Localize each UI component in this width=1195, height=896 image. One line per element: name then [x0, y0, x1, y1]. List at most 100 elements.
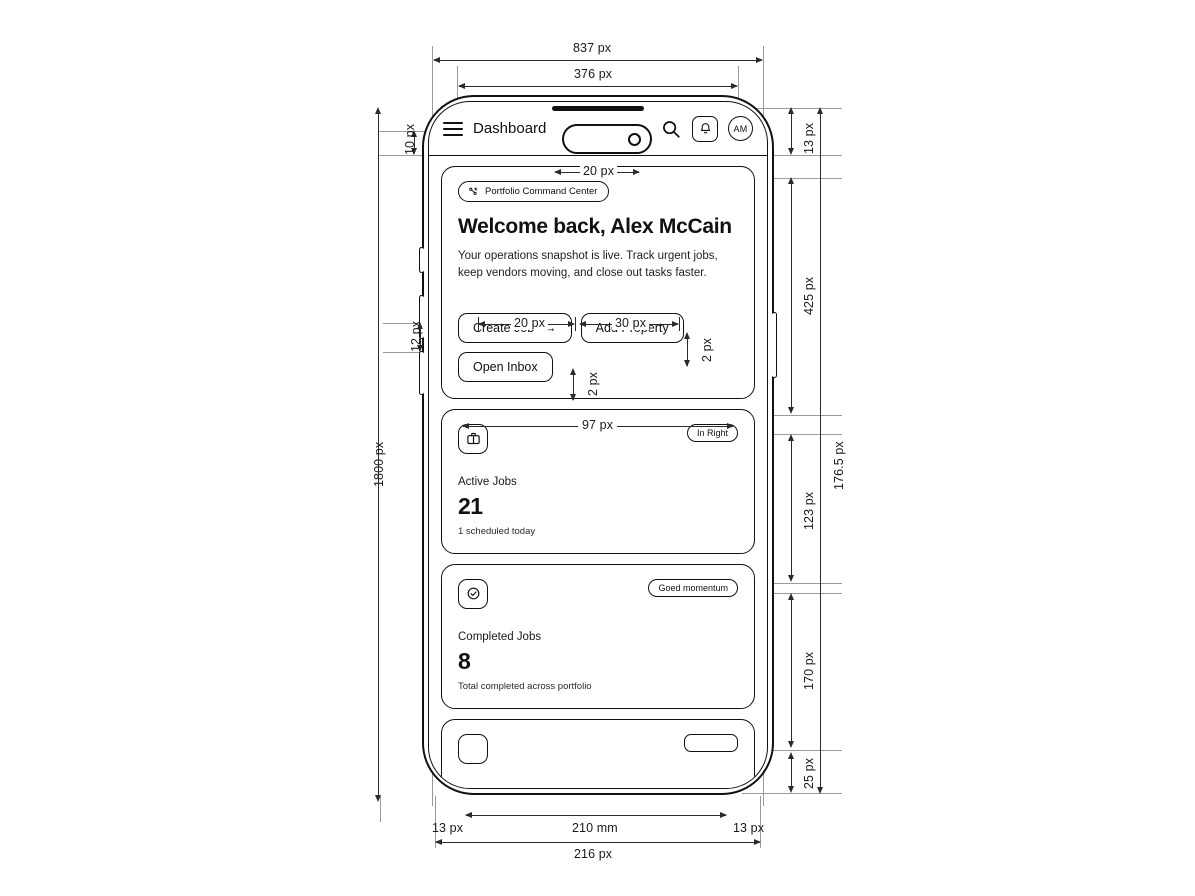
- dim-bottom-25px: 25 px: [802, 757, 816, 789]
- notifications-button[interactable]: [692, 115, 718, 142]
- dim-bottom-left: 13 px: [432, 821, 464, 835]
- dim-hero-gap-left: 20 px: [511, 316, 549, 330]
- arrowhead: [816, 107, 823, 114]
- hero-subtitle: Your operations snapshot is live. Track …: [458, 250, 718, 280]
- arrowhead: [816, 787, 823, 794]
- arrowhead: [756, 56, 763, 63]
- stat-label: Active Jobs: [458, 475, 517, 488]
- ext-line: [742, 583, 842, 584]
- stat-note: Total completed across portfolio: [458, 680, 592, 692]
- dim-island-20px: 20 px: [580, 164, 618, 178]
- dim-left-12px: 12 px: [409, 320, 423, 352]
- arrowhead: [727, 422, 734, 429]
- arrowhead: [787, 752, 794, 759]
- dim-line: [687, 334, 688, 366]
- arrowhead: [478, 320, 485, 327]
- arrowhead: [458, 82, 465, 89]
- status-badge: Goed momentum: [648, 578, 738, 597]
- arrowhead: [374, 795, 381, 802]
- arrowhead: [374, 107, 381, 114]
- stat-note: 1 scheduled today: [458, 525, 536, 537]
- dim-btn-height-2: 2 px: [586, 371, 600, 396]
- stat-card-header: In Right: [458, 423, 738, 454]
- arrowhead: [672, 320, 679, 327]
- arrowhead: [787, 407, 794, 414]
- dim-right-total: 176.5 px: [832, 441, 846, 490]
- phone-screen-bezel: Dashboard AM: [428, 101, 768, 789]
- dim-right-13px: 13 px: [802, 122, 816, 154]
- arrowhead: [731, 82, 738, 89]
- dim-tick: [478, 317, 479, 331]
- ext-line: [383, 352, 433, 353]
- check-circle-icon: [458, 578, 488, 609]
- dim-376px: 376 px: [574, 67, 613, 81]
- ext-line: [738, 66, 739, 126]
- volume-down-button[interactable]: [419, 351, 424, 395]
- arrowhead: [465, 811, 472, 818]
- stat-card-header: Goed momentum: [458, 578, 738, 609]
- arrowhead: [683, 360, 690, 367]
- arrowhead: [720, 811, 727, 818]
- ext-line: [742, 793, 842, 794]
- ext-line: [742, 415, 842, 416]
- arrowhead: [416, 345, 423, 352]
- dim-left-10px: 10 px: [403, 123, 417, 155]
- ext-line: [742, 750, 842, 751]
- dim-stat1-height: 123 px: [802, 491, 816, 530]
- dim-line: [436, 842, 760, 843]
- dim-line: [791, 110, 792, 153]
- arrowhead: [787, 434, 794, 441]
- stat-card-header: [458, 733, 738, 764]
- dim-line: [573, 370, 574, 400]
- dim-line: [378, 110, 379, 800]
- search-icon[interactable]: [660, 118, 682, 140]
- ext-line: [435, 796, 436, 848]
- placeholder-icon: [458, 733, 488, 764]
- arrowhead: [568, 320, 575, 327]
- arrowhead: [787, 148, 794, 155]
- arrowhead: [787, 741, 794, 748]
- app-bar: Dashboard AM: [429, 102, 767, 156]
- stat-card-partial[interactable]: [441, 718, 755, 788]
- dim-line: [459, 86, 737, 87]
- dim-line: [466, 815, 726, 816]
- dim-line: [791, 596, 792, 746]
- dim-bottom-right: 13 px: [733, 821, 765, 835]
- stat-card-active-jobs[interactable]: In Right Active Jobs 21 1 scheduled toda…: [441, 408, 755, 554]
- ext-line: [760, 796, 761, 848]
- phone-frame: Dashboard AM: [419, 95, 777, 795]
- avatar[interactable]: AM: [728, 116, 753, 141]
- dim-line: [791, 437, 792, 580]
- open-inbox-label: Open Inbox: [473, 359, 538, 374]
- dim-line: [791, 755, 792, 791]
- ext-line: [383, 323, 433, 324]
- dim-card-width: 97 px: [578, 418, 618, 432]
- ext-line: [457, 66, 458, 126]
- arrowhead: [787, 786, 794, 793]
- arrowhead: [579, 320, 586, 327]
- power-button[interactable]: [772, 312, 777, 378]
- dim-837px: 837 px: [573, 41, 612, 55]
- volume-up-button[interactable]: [419, 295, 424, 339]
- dynamic-island: [562, 124, 652, 154]
- stat-value: 21: [458, 492, 483, 519]
- page-title: Dashboard: [473, 120, 547, 137]
- arrowhead: [787, 177, 794, 184]
- eyebrow-label: Portfolio Command Center: [485, 186, 598, 197]
- hamburger-icon[interactable]: [443, 121, 463, 136]
- stat-label: Completed Jobs: [458, 630, 542, 643]
- screen-content: Portfolio Command Center Welcome back, A…: [429, 156, 767, 788]
- arrowhead: [787, 575, 794, 582]
- dim-stat2-height: 170 px: [802, 651, 816, 690]
- silent-switch[interactable]: [419, 247, 424, 273]
- dim-bottom-total: 216 px: [574, 847, 613, 861]
- arrowhead: [410, 130, 417, 137]
- stat-card-completed-jobs[interactable]: Goed momentum Completed Jobs 8 Total com…: [441, 563, 755, 709]
- dim-tick: [679, 317, 680, 331]
- arrowhead: [569, 394, 576, 401]
- dim-bottom-mid: 210 mm: [572, 821, 618, 835]
- open-inbox-button[interactable]: Open Inbox: [458, 351, 553, 382]
- arrowhead: [787, 107, 794, 114]
- dim-line: [791, 180, 792, 412]
